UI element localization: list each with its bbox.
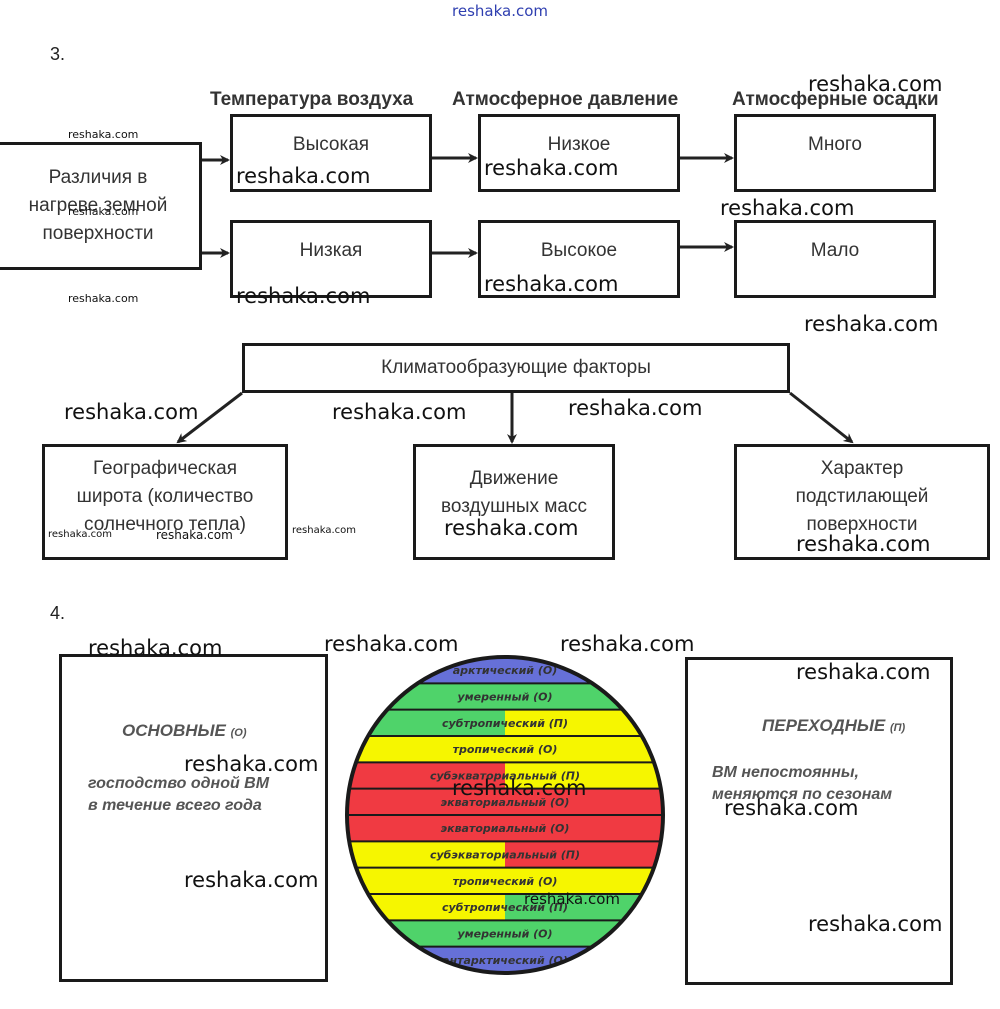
belt-band <box>347 736 663 763</box>
watermark: reshaka.com <box>48 529 112 540</box>
source-line-1: Различия в <box>48 167 148 188</box>
factor-latitude-line-3: солнечного тепла) <box>83 514 247 535</box>
factor-latitude-line-2: широта (количество <box>76 486 254 507</box>
basic-line-1: господство одной ВМ <box>88 775 270 792</box>
watermark: reshaka.com <box>560 632 695 656</box>
source-line-2: нагреве земной <box>28 195 168 216</box>
row1-precipitation-box: Много <box>734 114 936 192</box>
belt-band <box>347 867 663 894</box>
belt-label: экваториальный (О) <box>441 822 570 835</box>
watermark: reshaka.com <box>68 128 139 141</box>
belt-label: арктический (О) <box>453 664 558 677</box>
transitional-line-2: меняются по сезонам <box>712 786 893 803</box>
factor-air-masses-line-1: Движение <box>469 468 559 489</box>
belt-label: тропический (О) <box>453 743 558 756</box>
belt-label: умеренный (О) <box>457 928 552 941</box>
watermark: reshaka.com <box>332 400 467 424</box>
source-box: Различия в нагреве земной поверхности <box>0 142 202 270</box>
watermark: reshaka.com <box>184 868 319 892</box>
watermark: reshaka.com <box>524 890 620 908</box>
belt-label: субэкваториальный (П) <box>430 849 580 862</box>
factor-surface-line-2: подстилающей <box>795 486 929 507</box>
watermark: reshaka.com <box>324 632 459 656</box>
factors-title: Климатообразующие факторы <box>381 357 651 378</box>
belt-label: тропический (О) <box>453 875 558 888</box>
row1-temperature-box: Высокая <box>230 114 432 192</box>
header-precipitation: Атмосферные осадки <box>732 89 939 110</box>
transitional-code: (П) <box>889 722 906 734</box>
factor-latitude-line-1: Географическая <box>92 458 237 479</box>
watermark: reshaka.com <box>720 196 855 220</box>
arrow-factor-1 <box>176 391 243 444</box>
watermark: reshaka.com <box>236 164 371 188</box>
source-line-3: поверхности <box>42 223 154 244</box>
belt-label: субтропический (П) <box>442 717 568 730</box>
watermark: reshaka.com <box>808 912 943 936</box>
basic-title: ОСНОВНЫЕ <box>122 721 226 740</box>
watermark: reshaka.com <box>804 312 939 336</box>
transitional-title: ПЕРЕХОДНЫЕ <box>762 716 886 735</box>
row2-pressure-label: Высокое <box>540 240 618 261</box>
basic-code: (О) <box>230 727 247 739</box>
basic-belts-box: ОСНОВНЫЕ (О) господство одной ВМ в течен… <box>59 654 328 982</box>
row2-temperature-box: Низкая <box>230 220 432 298</box>
factor-surface-box: Характер подстилающей поверхности <box>734 444 990 560</box>
transitional-description: ВМ непостоянны, меняются по сезонам <box>712 762 892 806</box>
watermark: reshaka.com <box>568 396 703 420</box>
transitional-line-1: ВМ непостоянны, <box>712 764 859 781</box>
climate-belts-globe: арктический (О) умеренный (О) субтропическ… <box>345 655 665 975</box>
belt-label: экваториальный (О) <box>441 796 570 809</box>
watermark: reshaka.com <box>808 72 943 96</box>
belt-label: антарктический (О) <box>442 954 568 967</box>
arrow-factor-3 <box>789 391 854 444</box>
belt-band <box>347 815 663 842</box>
row1-precipitation-label: Много <box>808 134 862 155</box>
watermark: reshaka.com <box>796 532 931 556</box>
watermark: reshaka.com <box>236 284 371 308</box>
watermark: reshaka.com <box>64 400 199 424</box>
basic-line-2: в течение всего года <box>88 797 262 814</box>
watermark: reshaka.com <box>88 636 223 660</box>
factor-air-masses-line-2: воздушных масс <box>441 496 587 517</box>
header-pressure: Атмосферное давление <box>452 89 679 110</box>
watermark: reshaka.com <box>292 525 356 536</box>
row1-temperature-label: Высокая <box>292 134 370 155</box>
watermark: reshaka.com <box>68 292 139 305</box>
watermark: reshaka.com <box>484 156 619 180</box>
factor-surface-line-3: поверхности <box>806 514 918 535</box>
row2-pressure-box: Высокое <box>478 220 680 298</box>
factor-surface-line-1: Характер <box>820 458 904 479</box>
belt-band-half <box>505 762 663 789</box>
watermark: reshaka.com <box>484 272 619 296</box>
row1-pressure-label: Низкое <box>547 134 611 155</box>
row2-temperature-label: Низкая <box>299 240 363 261</box>
watermark: reshaka.com <box>796 660 931 684</box>
basic-description: господство одной ВМ в течение всего года <box>88 773 269 817</box>
task-4-number: 4. <box>50 603 66 623</box>
row2-precipitation-label: Мало <box>810 240 860 261</box>
transitional-belts-box: ПЕРЕХОДНЫЕ (П) ВМ непостоянны, меняются … <box>685 657 953 985</box>
watermark: reshaka.com <box>184 752 319 776</box>
watermark: reshaka.com <box>452 776 587 800</box>
task3-arrows <box>176 153 854 444</box>
task-3-number: 3. <box>50 44 66 64</box>
factor-latitude-box: Географическая широта (количество солнеч… <box>42 444 288 560</box>
row2-precipitation-box: Мало <box>734 220 936 298</box>
watermark: reshaka.com <box>156 528 233 542</box>
belt-label: умеренный (О) <box>457 691 552 704</box>
belt-label: субэкваториальный (П) <box>430 770 580 783</box>
belt-label: субтропический (П) <box>442 901 568 914</box>
factor-air-masses-box: Движение воздушных масс <box>413 444 615 560</box>
watermark: reshaka.com <box>444 516 579 540</box>
globe-outline <box>345 655 665 975</box>
watermark: reshaka.com <box>724 796 859 820</box>
factors-title-box: Климатообразующие факторы <box>242 343 790 393</box>
belt-band <box>347 788 663 815</box>
row1-pressure-box: Низкое <box>478 114 680 192</box>
belt-band-half <box>505 841 663 868</box>
header-temperature: Температура воздуха <box>210 89 414 110</box>
watermark: reshaka.com <box>68 205 139 218</box>
watermark-top: reshaka.com <box>452 2 548 20</box>
